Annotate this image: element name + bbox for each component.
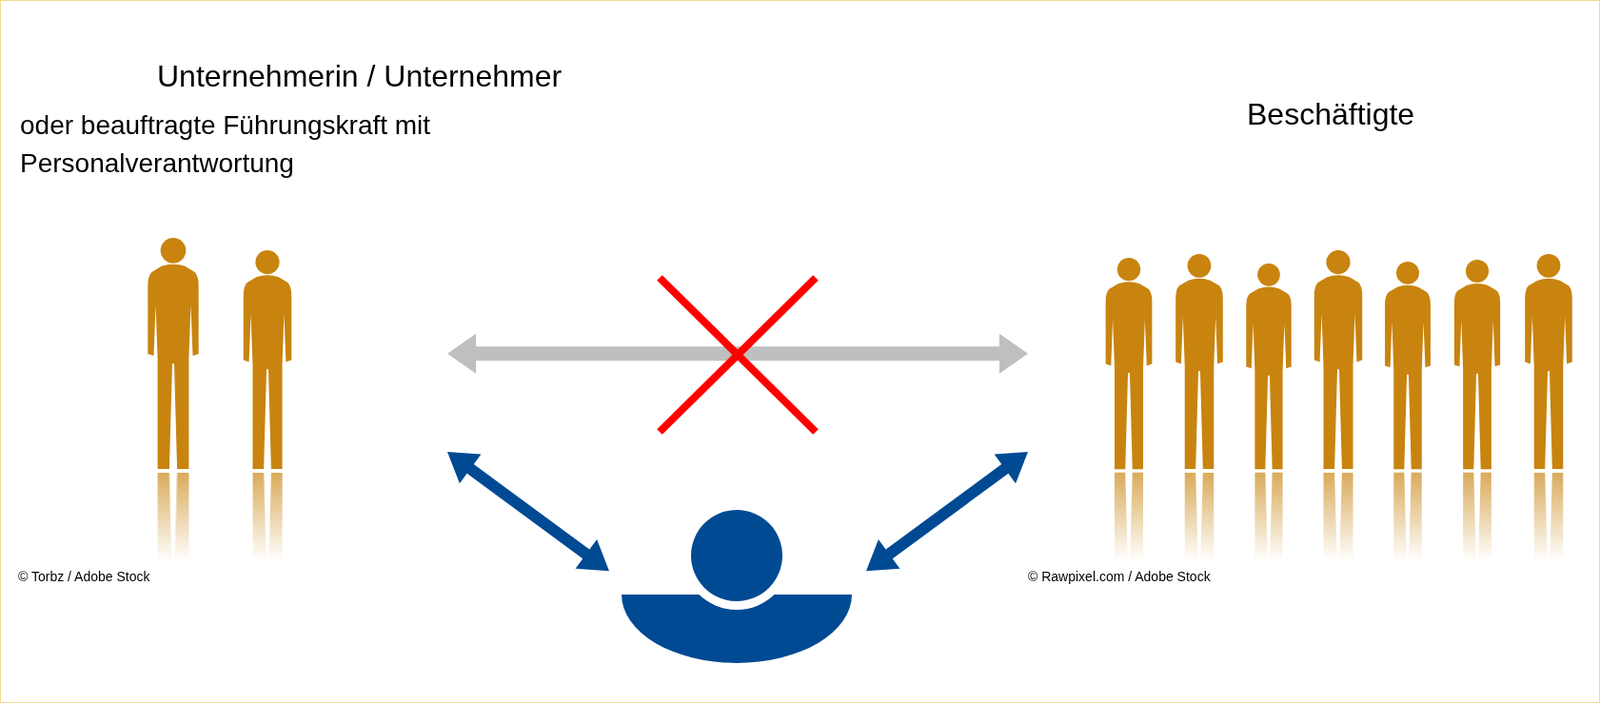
blue-arrow [866, 452, 1028, 572]
accident-insurance-logo [609, 504, 867, 664]
blue-arrow [447, 452, 610, 572]
red-cross-line [659, 277, 816, 433]
logo-symbol [609, 504, 867, 664]
employees-group: Beschäftigte [1027, 235, 1587, 562]
red-cross-line [659, 277, 816, 433]
group-subheading: oder beauftragte Führungskraft mit Perso… [19, 106, 439, 183]
people-reflection [147, 473, 1572, 703]
group-heading: Unternehmerin / Unternehmer [157, 57, 562, 96]
copyright-note: © Torbz / Adobe Stock [18, 569, 150, 585]
copyright-note: © Rawpixel.com / Adobe Stock [1027, 569, 1211, 585]
employer-group: Unternehmerin / Unternehmeroder beauftra… [122, 235, 448, 562]
group-heading: Beschäftigte [1246, 95, 1415, 134]
people-silhouettes [147, 237, 1572, 470]
